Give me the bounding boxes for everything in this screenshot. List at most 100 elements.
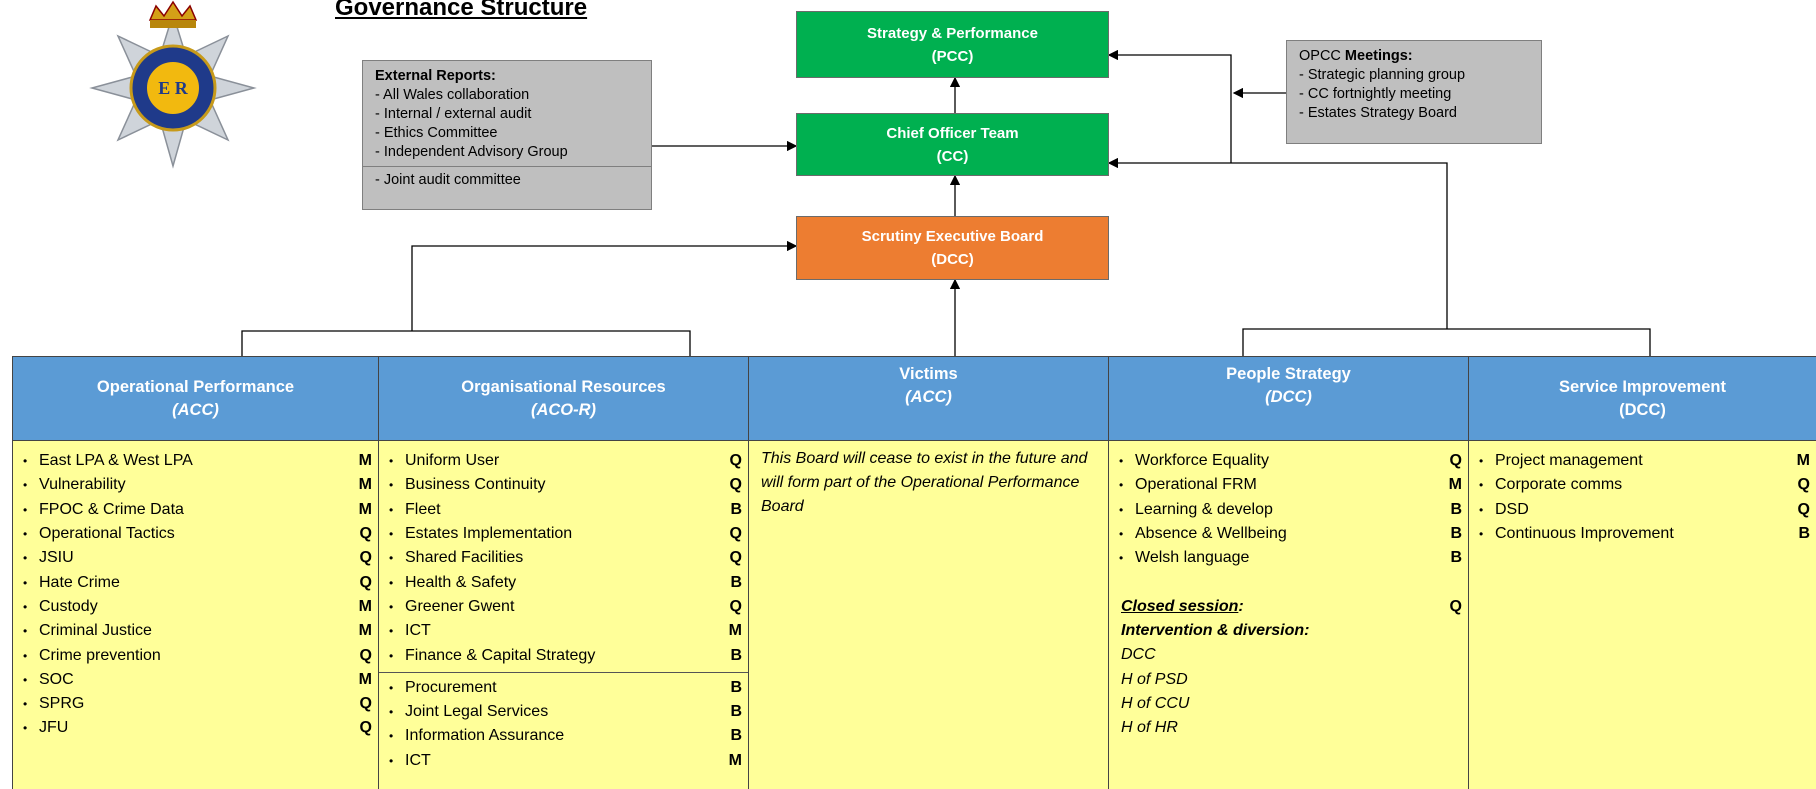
opcc-heading-suffix: Meetings: <box>1344 48 1413 64</box>
organisational-resources-header: Organisational Resources (ACO-R) <box>378 356 748 440</box>
item-label: SOC <box>39 670 74 688</box>
page-title: Governance Structure <box>335 0 588 21</box>
item-frequency: B <box>1450 525 1462 543</box>
item-label: Uniform User <box>405 452 500 470</box>
external-report-item: - All Wales collaboration <box>375 87 530 103</box>
item-label: Greener Gwent <box>405 597 515 615</box>
people-strategy-header: People Strategy (DCC) <box>1108 356 1468 440</box>
board-owner: (ACO-R) <box>530 400 597 419</box>
item-label: Operational Tactics <box>39 525 175 543</box>
item-label: Health & Safety <box>405 573 517 591</box>
opcc-meeting-item: - Strategic planning group <box>1299 67 1466 83</box>
opcc-meetings-heading: OPCC Meetings: <box>1299 47 1529 66</box>
item-frequency: B <box>1798 525 1810 543</box>
item-label: JFU <box>39 719 69 737</box>
external-report-item: - Ethics Committee <box>375 125 498 141</box>
item-label: Criminal Justice <box>39 622 152 640</box>
bullet: • <box>389 648 394 663</box>
item-label: Project management <box>1495 452 1643 470</box>
bullet: • <box>389 551 394 566</box>
item-label: Absence & Wellbeing <box>1135 525 1287 543</box>
item-frequency: B <box>730 678 742 696</box>
bracket-left-boards <box>241 330 691 356</box>
board-owner: (DCC) <box>1265 388 1312 406</box>
item-label: Joint Legal Services <box>405 703 549 721</box>
item-frequency: Q <box>359 573 372 591</box>
board-owner: (ACC) <box>172 400 219 419</box>
closed-session-frequency: Q <box>1449 597 1462 615</box>
item-label: Finance & Capital Strategy <box>405 646 596 664</box>
item-frequency: B <box>730 646 742 664</box>
police-logo: E R <box>78 0 268 172</box>
board-owner: (ACC) <box>905 388 952 406</box>
arrow-left-boards-to-scrutiny <box>411 240 798 331</box>
arrow-right-boards-to-chief <box>1107 157 1448 329</box>
item-frequency: M <box>358 476 372 494</box>
bullet: • <box>23 599 28 614</box>
item-label: Learning & develop <box>1135 500 1273 518</box>
board-title: People Strategy <box>1226 365 1351 383</box>
list-item: • Finance & Capital Strategy B <box>379 643 748 667</box>
bullet: • <box>389 478 394 493</box>
divider <box>379 671 748 673</box>
service-improvement-header: Service Improvement (DCC) <box>1468 356 1816 440</box>
board-title: Victims <box>899 365 958 383</box>
bullet: • <box>1119 527 1124 542</box>
item-frequency: Q <box>359 646 372 664</box>
item-label: FPOC & Crime Data <box>39 500 184 518</box>
item-label: ICT <box>405 751 431 769</box>
item-label: JSIU <box>39 549 74 567</box>
item-label: Vulnerability <box>39 476 126 494</box>
bullet: • <box>389 753 394 768</box>
intervention-heading: Intervention & diversion: <box>1121 621 1310 639</box>
item-label: DSD <box>1495 500 1529 518</box>
logo-cipher: E R <box>158 78 188 98</box>
item-frequency: Q <box>1797 476 1810 494</box>
bullet: • <box>389 454 394 469</box>
closed-session-label: Closed session <box>1121 597 1239 615</box>
item-label: Corporate comms <box>1495 476 1623 494</box>
board-title: Organisational Resources <box>461 377 666 396</box>
bullet: • <box>1479 502 1484 517</box>
item-label: Information Assurance <box>405 727 565 745</box>
item-frequency: M <box>358 452 372 470</box>
list-item: • Absence & Wellbeing B <box>1109 522 1468 546</box>
item-label: Shared Facilities <box>405 549 524 567</box>
bullet: • <box>1119 454 1124 469</box>
bullet: • <box>23 502 28 517</box>
board-owner: (DCC) <box>1619 400 1666 419</box>
item-frequency: B <box>730 703 742 721</box>
bullet: • <box>1479 527 1484 542</box>
opcc-heading-prefix: OPCC <box>1299 48 1345 64</box>
member-item: H of HR <box>1121 719 1178 737</box>
member-item: H of PSD <box>1121 670 1188 688</box>
strategy-performance-owner: (PCC) <box>931 47 974 65</box>
item-frequency: Q <box>359 525 372 543</box>
closed-session-row: Closed session: Q <box>1109 594 1468 618</box>
item-frequency: M <box>728 622 742 640</box>
chief-officer-team-title: Chief Officer Team <box>886 124 1019 142</box>
